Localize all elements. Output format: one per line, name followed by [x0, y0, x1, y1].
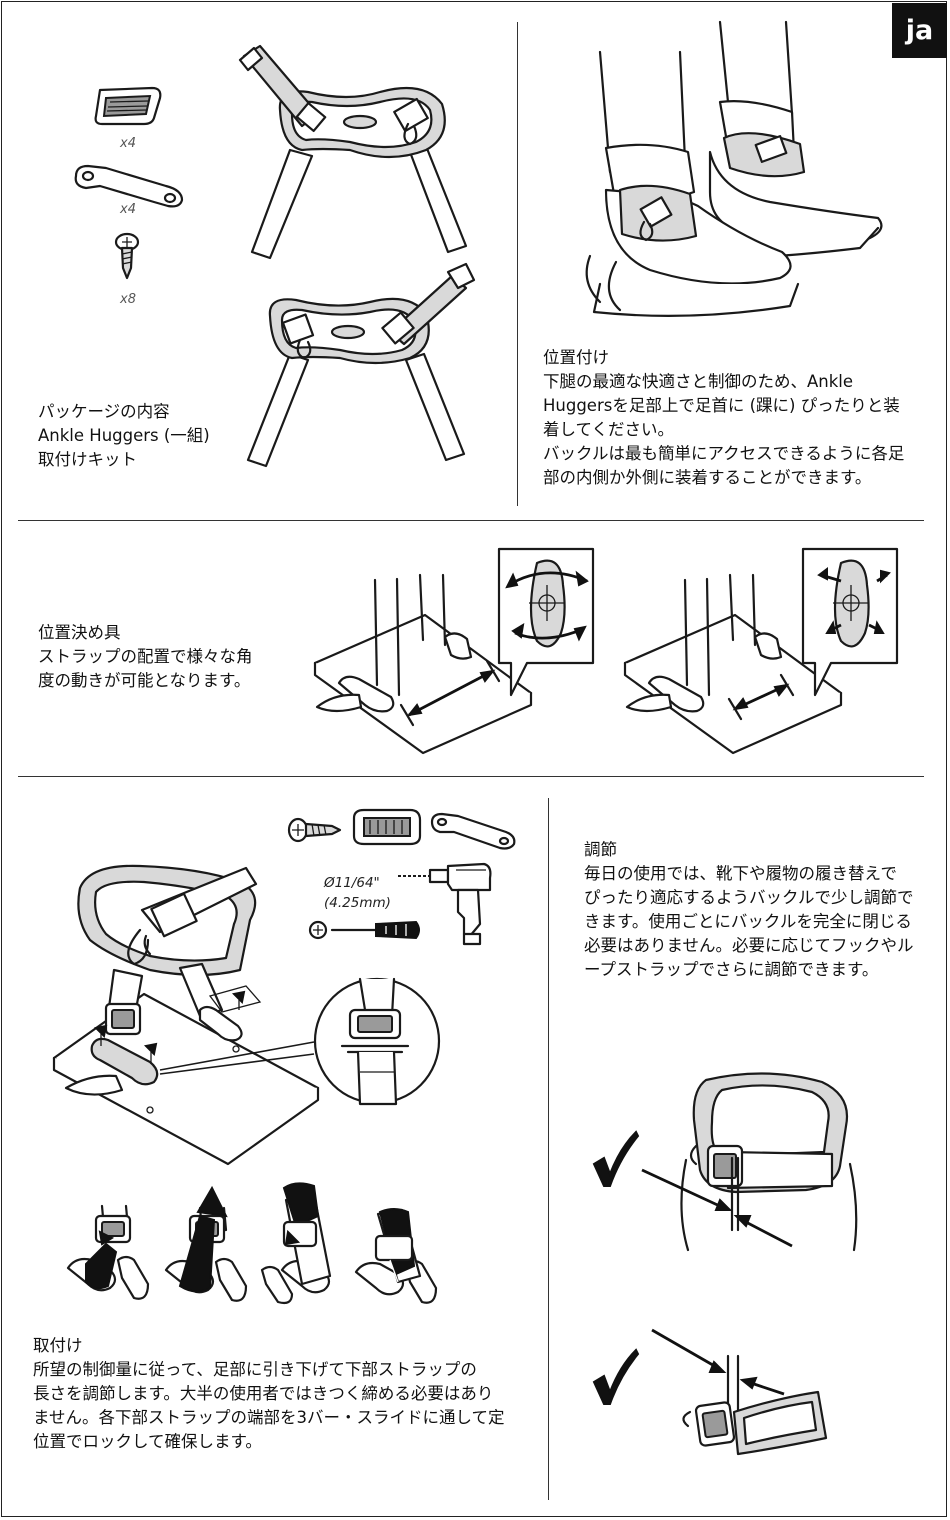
- slider-detail-callout: [313, 977, 441, 1106]
- checkmark-icon-2: [592, 1348, 640, 1405]
- strap-step-1: [66, 1204, 150, 1300]
- install-title: 取付け: [33, 1336, 83, 1355]
- ankle-hugger-mounted-illustration: [52, 864, 320, 1166]
- slider-icon: [94, 86, 162, 126]
- screwdriver-icon: [308, 920, 420, 940]
- drill-icon: [398, 862, 492, 946]
- locator-body: ストラップの配置で様々な角 度の動きが可能となります。: [38, 647, 253, 690]
- shoes-on-footplates-illustration: [585, 20, 883, 317]
- bracket-quantity: x4: [120, 202, 136, 217]
- install-slider-icon: [352, 808, 422, 846]
- slider-quantity: x4: [120, 136, 136, 151]
- footplate-locator-wide-illustration: [313, 547, 595, 755]
- package-contents-title: パッケージの内容: [38, 402, 170, 421]
- strap-step-2: [164, 1185, 248, 1302]
- drill-bit-size: Ø11/64": [324, 875, 380, 891]
- package-contents-line-1: Ankle Huggers (一組): [38, 426, 210, 445]
- footplate-locator-narrow-illustration: [623, 547, 899, 755]
- screw-quantity: x8: [120, 292, 136, 307]
- checkmark-icon-1: [592, 1130, 640, 1187]
- divider-horizontal-2: [18, 776, 924, 777]
- strap-step-4: [354, 1208, 438, 1304]
- locator-title: 位置決め具: [38, 623, 121, 642]
- adjust-body: 毎日の使用では、靴下や履物の履き替えで ぴったり適応するようバックルで少し調節で…: [584, 864, 914, 979]
- strap-step-3: [260, 1182, 332, 1305]
- divider-vertical-bottom: [548, 798, 549, 1500]
- strap-gap-illustration: [651, 1328, 828, 1456]
- buckle-fit-correct-illustration: [641, 1072, 858, 1252]
- divider-horizontal-1: [18, 520, 924, 521]
- install-bracket-icon: [430, 812, 516, 850]
- drill-bit-size-mm: (4.25mm): [324, 895, 391, 911]
- package-contents-line-2: 取付けキット: [38, 450, 137, 469]
- divider-vertical-top: [517, 22, 518, 506]
- language-badge: ja: [892, 3, 947, 58]
- bracket-icon: [74, 164, 184, 208]
- positioning-body: 下腿の最適な快適さと制御のため、Ankle Huggersを足部上で足首に (踝…: [543, 372, 905, 487]
- ankle-hugger-illustration-bottom: [246, 262, 476, 468]
- install-body: 所望の制御量に従って、足部に引き下げて下部ストラップの 長さを調節します。大半の…: [33, 1360, 505, 1451]
- install-screw-icon: [287, 817, 342, 843]
- adjust-title: 調節: [584, 840, 617, 859]
- positioning-title: 位置付け: [543, 348, 609, 367]
- screw-icon: [114, 232, 140, 280]
- ankle-hugger-illustration-top: [238, 44, 468, 260]
